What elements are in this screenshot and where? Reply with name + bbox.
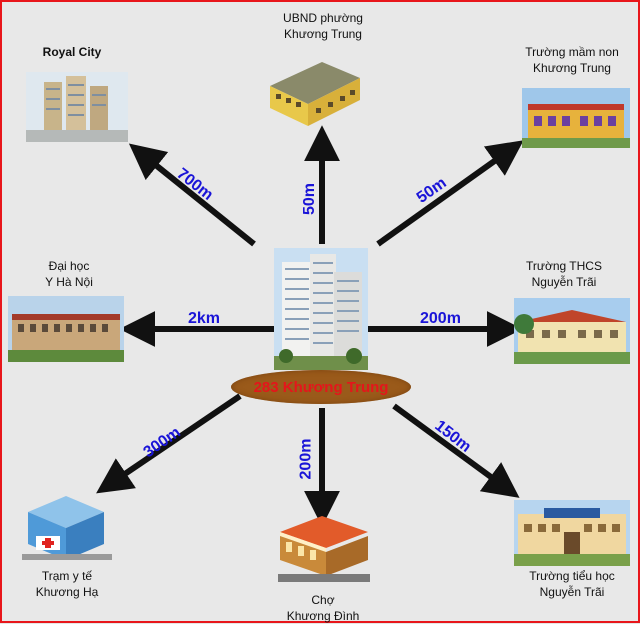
label-royal-city: Royal City — [42, 45, 102, 59]
dai-hoc-image — [8, 296, 124, 362]
ubnd-building-image — [264, 48, 364, 128]
center-building-image — [274, 248, 368, 370]
arrow-tram-y-te — [96, 393, 242, 494]
tieu-hoc-image — [514, 500, 630, 566]
arrow-mam-non — [376, 140, 524, 247]
arrow-royal-city — [128, 143, 256, 247]
mam-non-image — [522, 88, 630, 148]
tram-y-te-image — [18, 492, 114, 564]
thcs-image — [514, 298, 630, 364]
cho-image — [272, 502, 376, 586]
distance-ubnd: 50m — [301, 182, 319, 216]
royal-city-image — [26, 72, 128, 142]
distance-thcs: 200m — [420, 310, 461, 327]
center-address-badge: 283 Khương Trung — [231, 370, 411, 404]
center-address-text: 283 Khương Trung — [253, 378, 389, 396]
distance-dai-hoc: 2km — [188, 310, 221, 327]
arrow-tieu-hoc — [392, 403, 520, 498]
distance-cho: 200m — [297, 438, 315, 480]
